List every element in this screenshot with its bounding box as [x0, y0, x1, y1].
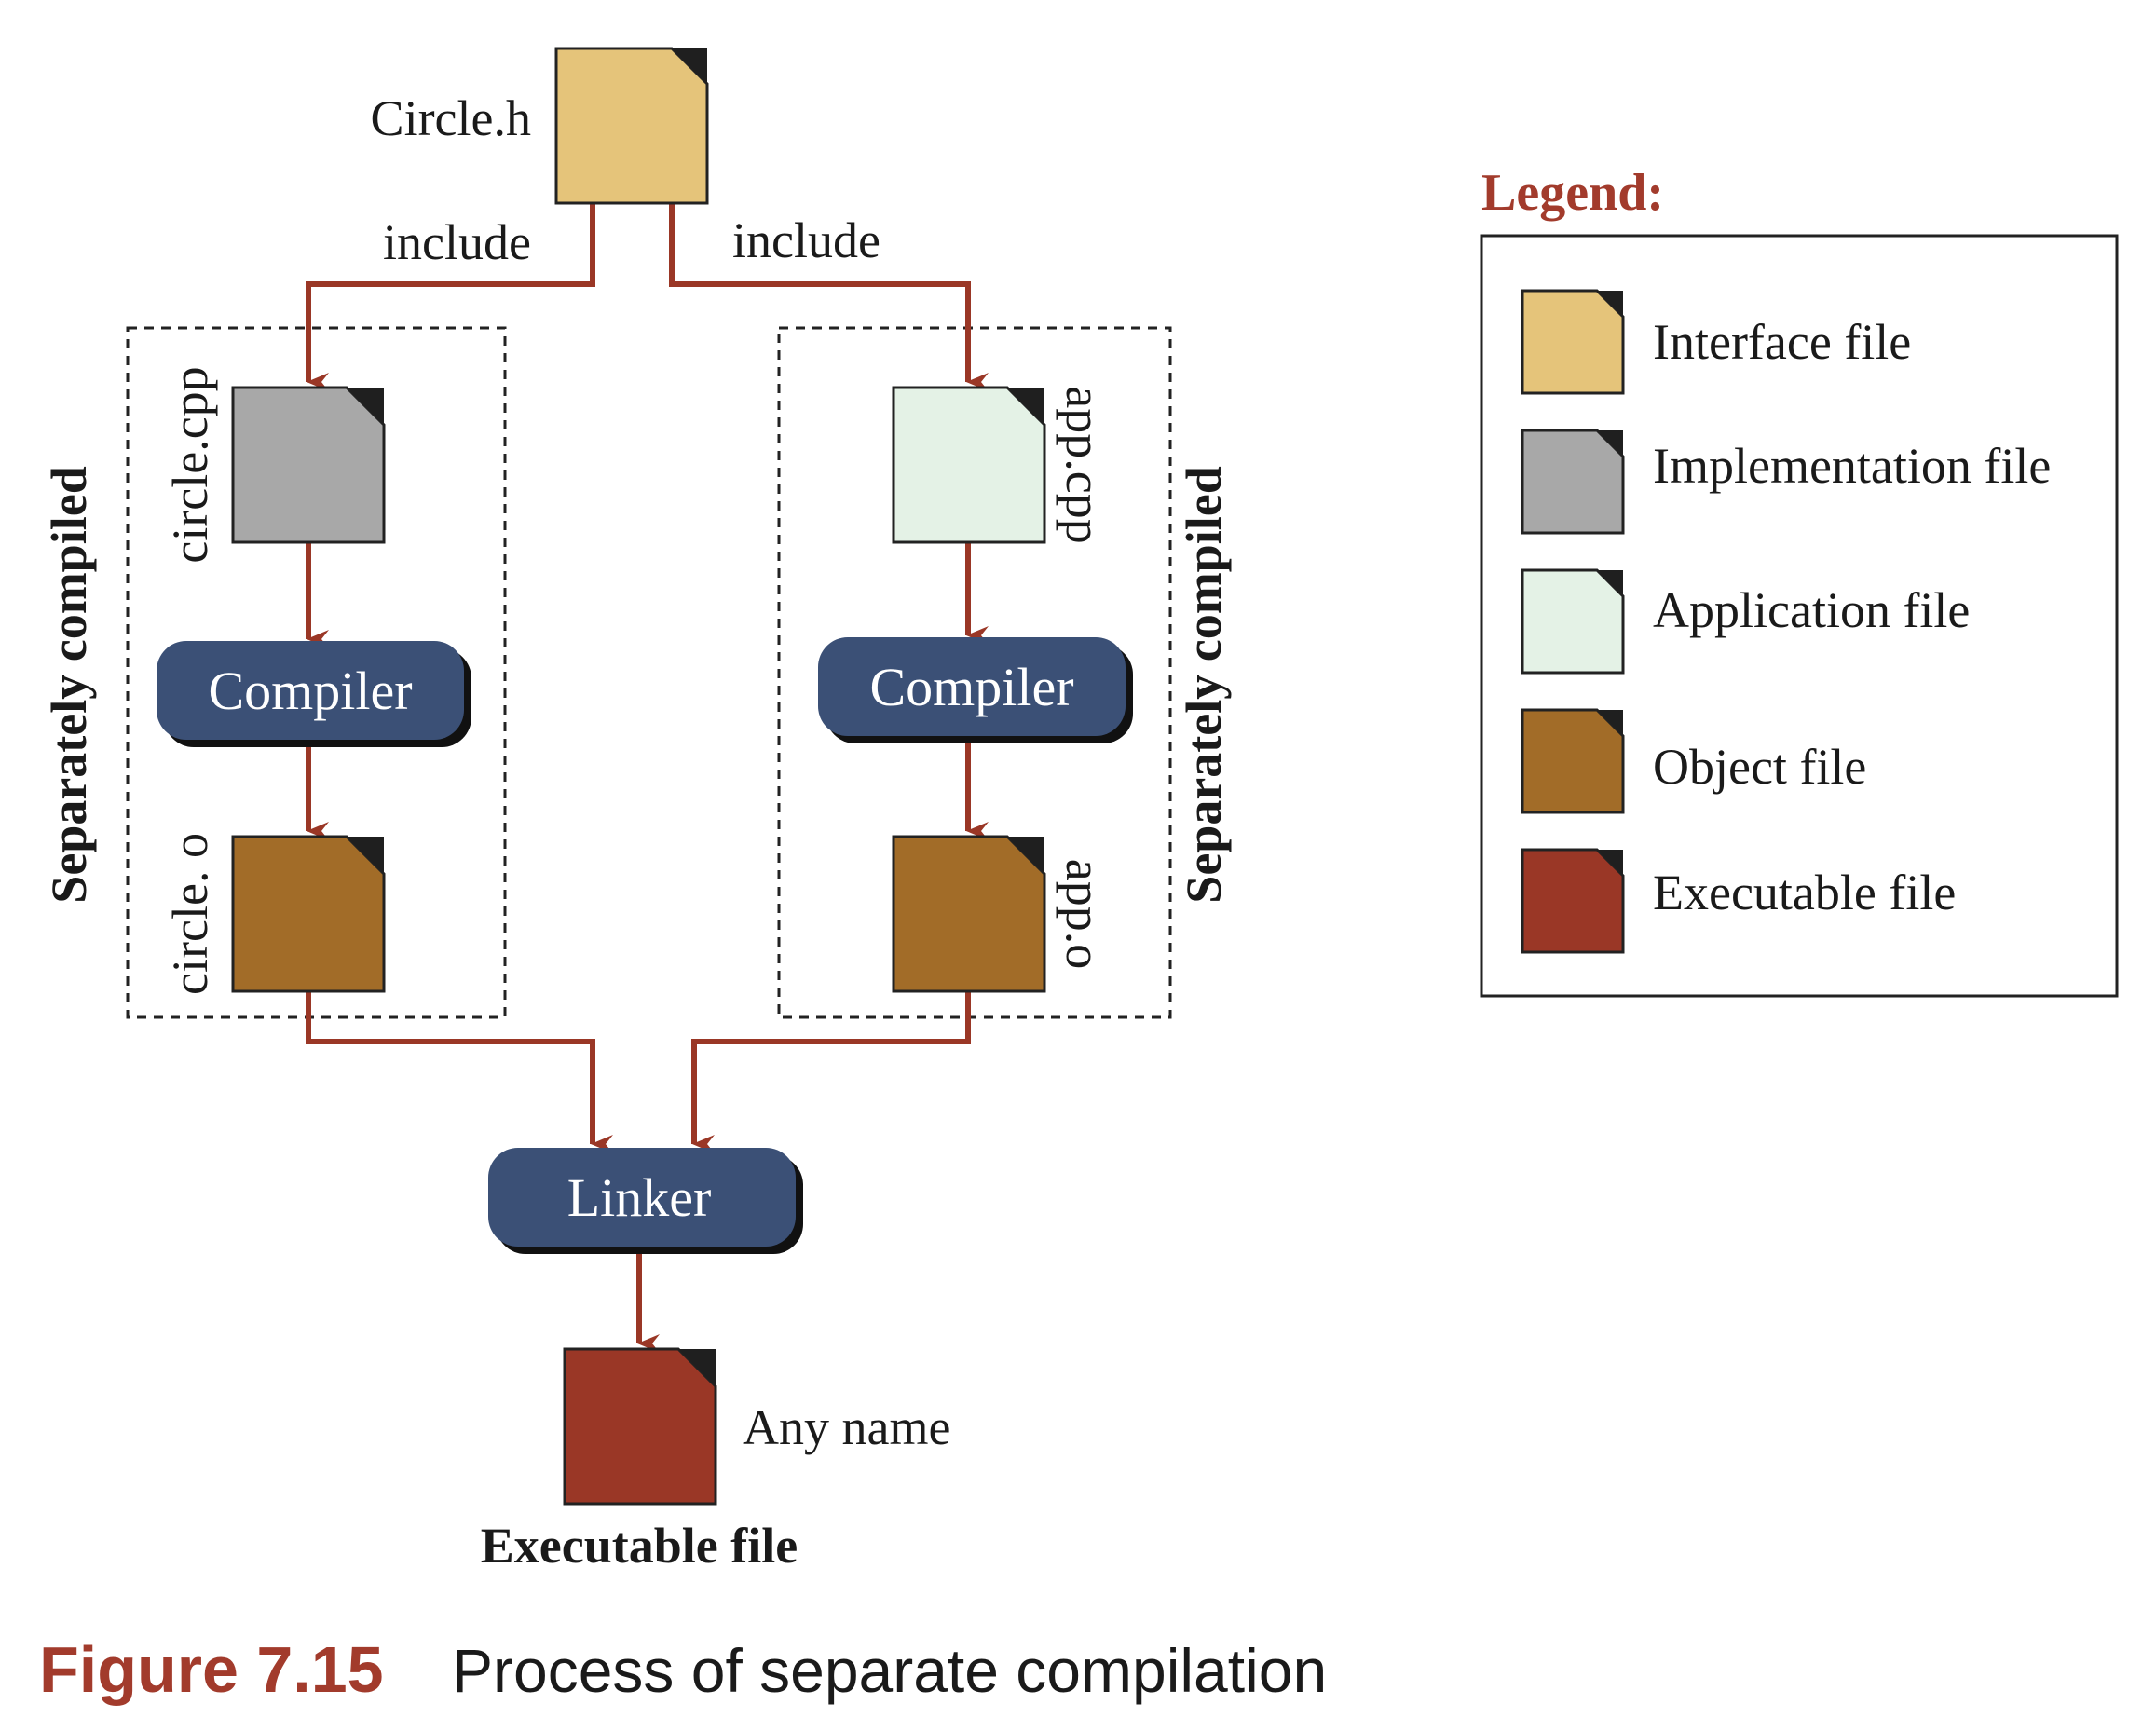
object-file-icon: [1521, 708, 1625, 814]
arrow-circle-o-to-linker: [306, 991, 613, 1153]
application-file-icon: [1521, 568, 1625, 675]
legend-item-interface: Interface file: [1521, 289, 1911, 395]
implementation-file-icon: [1521, 429, 1625, 535]
linker-button: Linker: [488, 1148, 803, 1254]
linker-label: Linker: [567, 1167, 712, 1228]
legend-item-executable: Executable file: [1521, 848, 1956, 954]
executable-legend-icon: [1521, 848, 1625, 954]
circle-cpp-label: circle.cpp: [162, 366, 218, 563]
right-group-box: [777, 326, 1172, 1019]
compiler-right-label: Compiler: [869, 657, 1073, 717]
legend-label-object: Object file: [1653, 739, 1866, 795]
legend-item-application: Application file: [1521, 568, 1970, 675]
app-cpp-label: app.cpp: [1056, 386, 1112, 543]
left-group-label: Separately compiled: [41, 466, 97, 903]
include-arrow-left: [306, 203, 595, 391]
compiler-left-label: Compiler: [208, 661, 412, 721]
app-o-label: app.o: [1056, 859, 1112, 969]
left-group-box: [126, 326, 507, 1019]
circle-h-label: Circle.h: [371, 90, 531, 146]
compiler-left-button: Compiler: [157, 641, 471, 747]
executable-file-label: Executable file: [481, 1518, 798, 1574]
app-o-file-icon: [892, 835, 1046, 993]
legend-title: Legend:: [1481, 164, 1664, 222]
circle-o-file-icon: [231, 835, 386, 993]
legend-item-object: Object file: [1521, 708, 1866, 814]
right-group-label: Separately compiled: [1176, 466, 1232, 903]
arrow-app-o-to-linker: [691, 991, 971, 1153]
any-name-label: Any name: [743, 1399, 950, 1455]
legend-label-implementation: Implementation file: [1653, 438, 2051, 494]
include-right-label: include: [732, 212, 880, 268]
legend-item-implementation: Implementation file: [1521, 429, 2051, 535]
circle-o-label: circle. o: [162, 833, 218, 995]
executable-file-icon: [563, 1347, 717, 1506]
circle-cpp-file-icon: [231, 386, 386, 544]
circle-h-file-icon: [554, 47, 709, 205]
compiler-right-button: Compiler: [818, 637, 1133, 743]
legend-label-application: Application file: [1653, 582, 1970, 638]
legend-label-interface: Interface file: [1653, 314, 1911, 370]
figure-caption: Process of separate compilation: [452, 1636, 1327, 1705]
interface-file-icon: [1521, 289, 1625, 395]
legend-label-executable: Executable file: [1653, 865, 1956, 920]
include-left-label: include: [383, 214, 531, 270]
include-arrow-right: [669, 203, 989, 391]
figure-number: Figure 7.15: [39, 1633, 384, 1706]
connector-arrows: [306, 203, 989, 1353]
app-cpp-file-icon: [892, 386, 1046, 544]
